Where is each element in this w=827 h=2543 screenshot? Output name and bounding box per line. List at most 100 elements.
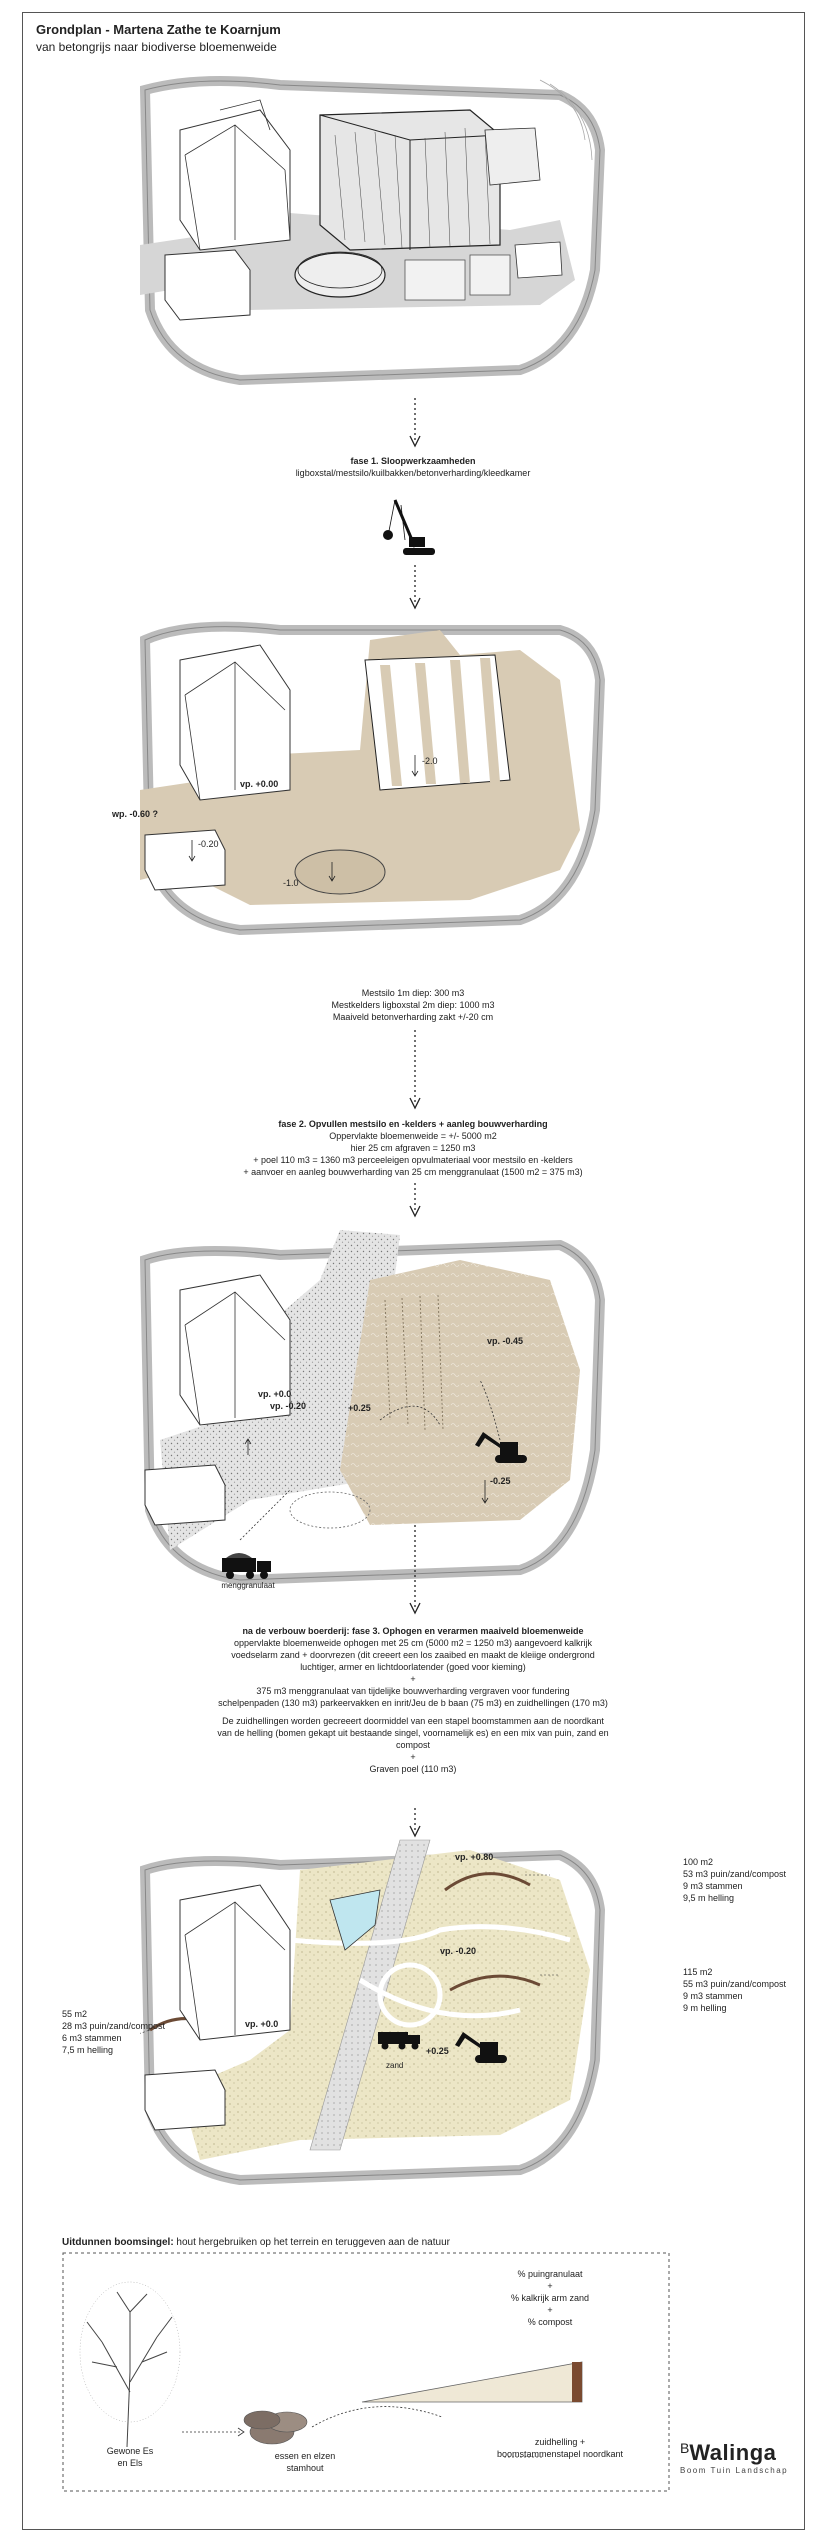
phase1-subtitle: ligboxstal/mestsilo/kuilbakken/betonverh… [295, 468, 531, 478]
wp-label-map2: wp. -0.60 ? [112, 809, 159, 819]
zand-label: zand [386, 2061, 404, 2070]
truck-icon [378, 2032, 420, 2050]
level-a-label: vp. -0.45 [487, 1336, 524, 1346]
note-line: 53 m3 puin/zand/compost [683, 1869, 787, 1879]
mix-label: % puingranulaat + % kalkrijk arm zand + … [450, 2268, 650, 2328]
note-line: 9,5 m helling [683, 1893, 735, 1903]
flow-arrow-1 [409, 398, 421, 448]
mix-line: + [547, 2281, 553, 2291]
page-frame [22, 12, 805, 2530]
note-line: 115 m2 [683, 1967, 713, 1977]
mix-line: + [547, 2305, 553, 2315]
level-mid-label: vp. -0.20 [440, 1946, 477, 1956]
phase3-line: voedselarm zand + doorvrezen (dit creeer… [231, 1650, 595, 1660]
depth-silo-label: -1.0 [283, 878, 299, 888]
phase3-line: De zuidhellingen worden gecreeert doormi… [222, 1716, 604, 1726]
note-line: 28 m3 puin/zand/compost [62, 2021, 166, 2031]
phase3-line: schelpenpaden (130 m3) parkeervakken en … [218, 1698, 608, 1708]
map-demolished [140, 621, 606, 936]
map-existing [140, 76, 606, 386]
logs-label-line: essen en elzen [274, 2451, 336, 2461]
map2-note: Mestkelders ligboxstal 2m diep: 1000 m3 [331, 1000, 495, 1010]
excavator-icon [475, 1432, 527, 1463]
logo-tagline: Boom Tuin Landschap [680, 2466, 789, 2475]
map2-notes: Mestsilo 1m diep: 300 m3 Mestkelders lig… [213, 987, 613, 1023]
phase3-line: oppervlakte bloemenweide ophogen met 25 … [234, 1638, 592, 1648]
logs-label-line: stamhout [286, 2463, 324, 2473]
note-line: 9 m3 stammen [683, 1991, 743, 2001]
mix-line: % kalkrijk arm zand [510, 2293, 590, 2303]
depth-stal-label: -2.0 [422, 756, 438, 766]
page-subtitle: van betongrijs naar biodiverse bloemenwe… [36, 40, 277, 54]
phase3-text: na de verbouw boerderij: fase 3. Ophogen… [163, 1625, 663, 1775]
slope-label-line: zuidhelling + [534, 2437, 586, 2447]
ash-tree-icon [86, 2291, 173, 2448]
note-slope-west: 55 m2 28 m3 puin/zand/compost 6 m3 stamm… [62, 2008, 165, 2056]
truck-icon [222, 1553, 271, 1579]
level-top-label: vp. +0.80 [455, 1852, 494, 1862]
logs-label: essen en elzen stamhout [235, 2450, 375, 2474]
phase3-title: na de verbouw boerderij: fase 3. Ophogen… [242, 1626, 584, 1636]
note-line: 55 m3 puin/zand/compost [683, 1979, 787, 1989]
vp-label-map4: vp. +0.0 [245, 2019, 279, 2029]
level-zand-label: +0.25 [426, 2046, 449, 2056]
flow-arrow-4 [409, 1183, 421, 1218]
logo-mark: B [680, 2440, 690, 2456]
phase2-title: fase 2. Opvullen mestsilo en -kelders + … [278, 1119, 548, 1129]
logs-icon [243, 2410, 308, 2445]
thinning-box [62, 2252, 670, 2492]
phase2-line: Oppervlakte bloemenweide = +/- 5000 m2 [329, 1131, 497, 1141]
vp-label-map3: vp. +0.0 [258, 1389, 292, 1399]
phase1-text: fase 1. Sloopwerkzaamheden ligboxstal/me… [213, 455, 613, 479]
map2-note: Maaiveld betonverharding zakt +/-20 cm [332, 1012, 494, 1022]
map-meadow [140, 1839, 606, 2186]
slope-label: zuidhelling + boomstammenstapel noordkan… [450, 2436, 670, 2460]
page-title: Grondplan - Martena Zathe te Koarnjum [36, 22, 281, 37]
flow-arrow-6 [409, 1808, 421, 1838]
logo-name: Walinga [689, 2440, 777, 2465]
level-d-label: -0.25 [490, 1476, 511, 1486]
slope-label-line: boomstammenstapel noordkant [496, 2449, 624, 2459]
note-slope-north: 100 m2 53 m3 puin/zand/compost 9 m3 stam… [683, 1856, 786, 1904]
level-b-label: vp. -0.20 [270, 1401, 307, 1411]
tree-label-line: Gewone Es [106, 2446, 154, 2456]
phase3-line: 375 m3 menggranulaat van tijdelijke bouw… [256, 1686, 570, 1696]
tree-label-line: en Els [117, 2458, 143, 2468]
note-line: 100 m2 [683, 1857, 714, 1867]
thinning-title-bold: Uitdunnen boomsingel: [62, 2237, 174, 2248]
phase3-plus: + [410, 1674, 416, 1684]
depth-left-label: -0.20 [198, 839, 219, 849]
phase3-line: van de helling (bomen gekapt uit bestaan… [217, 1728, 609, 1738]
phase2-text: fase 2. Opvullen mestsilo en -kelders + … [163, 1118, 663, 1178]
map2-note: Mestsilo 1m diep: 300 m3 [361, 988, 465, 998]
phase3-line: luchtiger, armer en lichtdoorlatender (g… [300, 1662, 526, 1672]
phase2-line: + poel 110 m3 = 1360 m3 perceeleigen opv… [253, 1155, 573, 1165]
map-fill [140, 1230, 606, 1586]
flow-arrow-3 [409, 1030, 421, 1110]
excavator-icon [455, 2032, 507, 2063]
phase3-line: compost [395, 1740, 430, 1750]
phase2-line: hier 25 cm afgraven = 1250 m3 [350, 1143, 476, 1153]
thinning-title-rest: hout hergebruiken op het terrein en teru… [173, 2237, 450, 2248]
note-line: 55 m2 [62, 2009, 88, 2019]
phase1-title: fase 1. Sloopwerkzaamheden [350, 456, 476, 466]
note-slope-east: 115 m2 55 m3 puin/zand/compost 9 m3 stam… [683, 1966, 786, 2014]
phase3-line: Graven poel (110 m3) [369, 1764, 457, 1774]
mix-line: % compost [527, 2317, 573, 2327]
note-line: 9 m helling [683, 2003, 727, 2013]
flow-arrow-5 [409, 1525, 421, 1615]
flow-arrow-2 [409, 565, 421, 610]
walinga-logo: BWalinga Boom Tuin Landschap [680, 2440, 788, 2475]
note-line: 7,5 m helling [62, 2045, 114, 2055]
phase3-plus: + [410, 1752, 416, 1762]
note-line: 9 m3 stammen [683, 1881, 743, 1891]
mix-line: % puingranulaat [517, 2269, 583, 2279]
phase2-line: + aanvoer en aanleg bouwverharding van 2… [243, 1167, 583, 1177]
crane-icon [383, 499, 435, 555]
thinning-title: Uitdunnen boomsingel: hout hergebruiken … [62, 2237, 450, 2249]
tree-label: Gewone Es en Els [60, 2445, 200, 2469]
truck-label: menggranulaat [221, 1581, 275, 1590]
note-line: 6 m3 stammen [62, 2033, 122, 2043]
vp-label-map2: vp. +0.00 [240, 779, 279, 789]
level-c-label: +0.25 [348, 1403, 371, 1413]
